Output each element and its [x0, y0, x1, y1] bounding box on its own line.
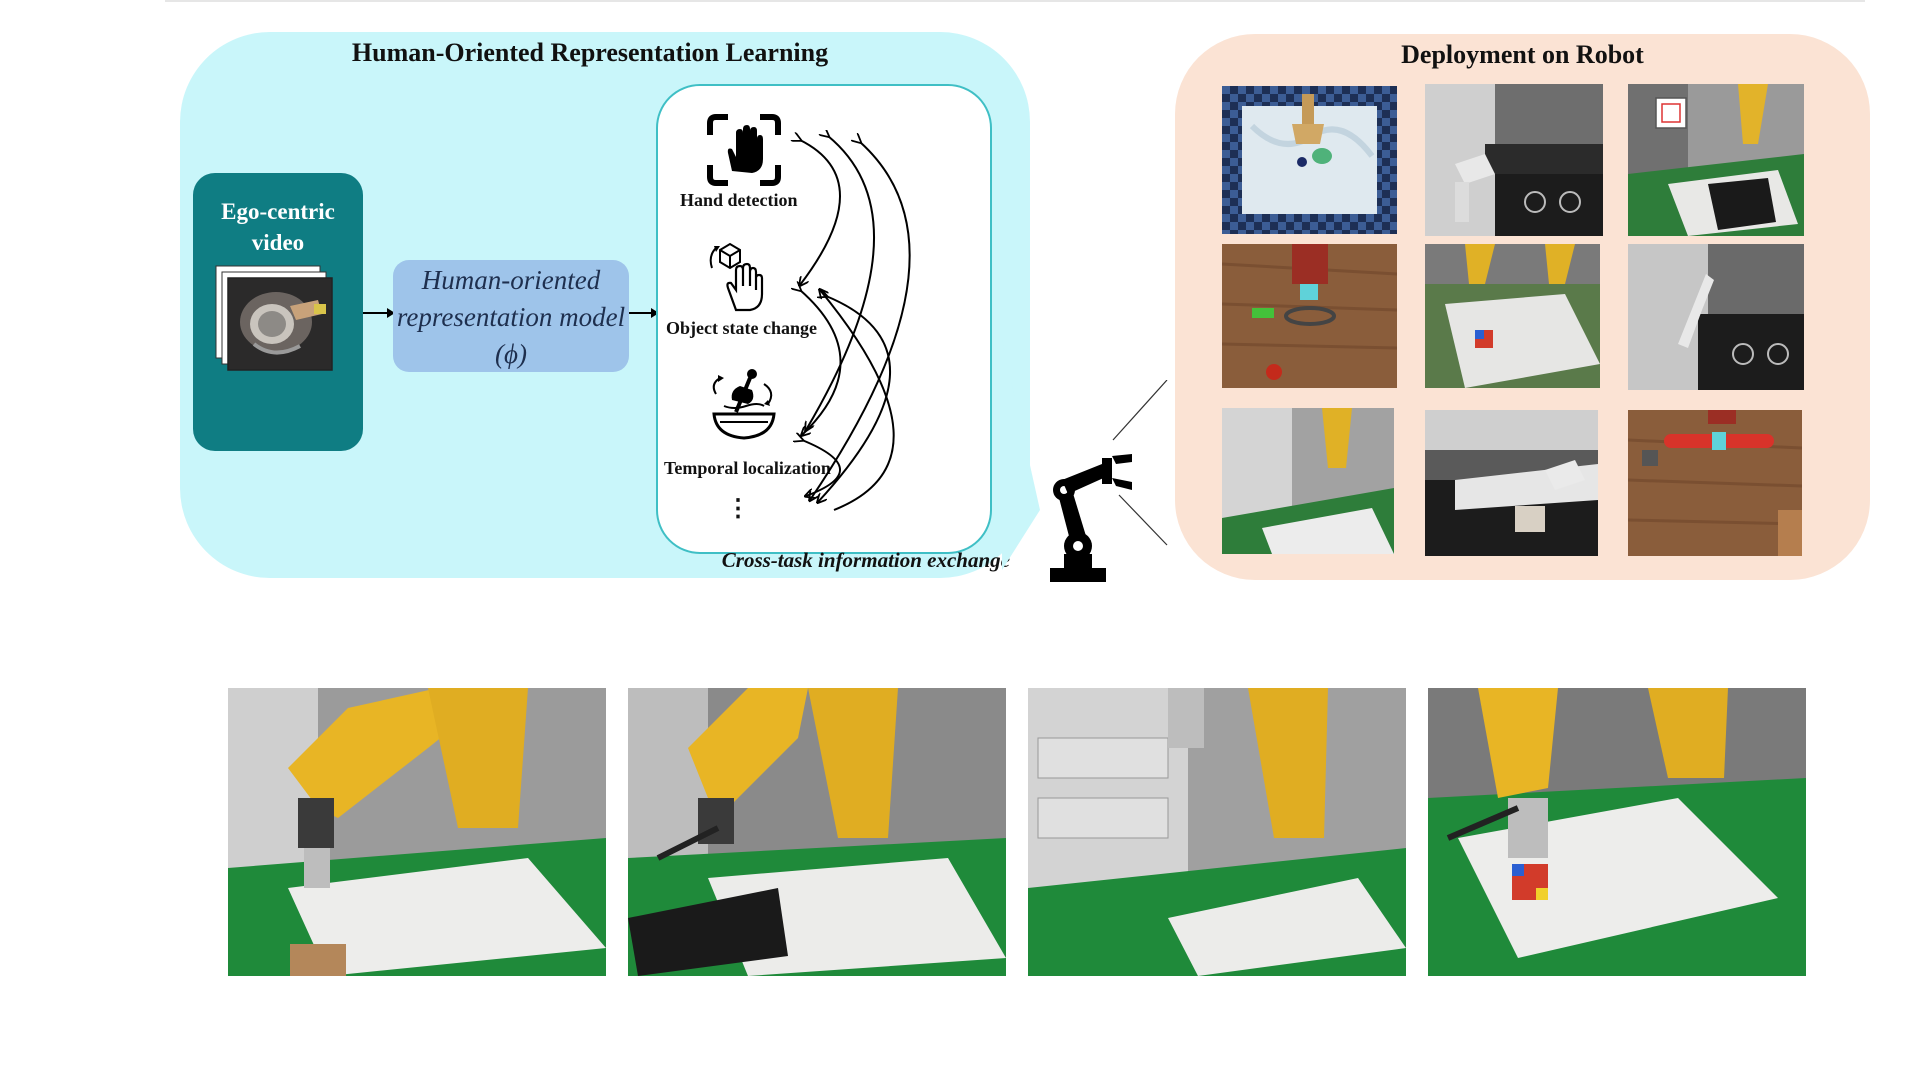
robot-arm-icon: [1050, 454, 1132, 582]
real-photo-robot-box: [228, 688, 606, 976]
real-photo-robot-laptop: [628, 688, 1006, 976]
task-label-temporal-localization: Temporal localization: [664, 458, 831, 478]
ellipsis-icon: ⋮: [726, 496, 750, 522]
sim-scene-tabletop-hand: [1222, 86, 1397, 234]
zoom-lines: [1112, 380, 1168, 546]
mixing-bowl-icon: [712, 369, 776, 440]
ego-centric-video-label: Ego-centric video: [221, 199, 335, 255]
task-label-object-state-change: Object state change: [666, 318, 817, 338]
sim-scene-drawer-robot: [1222, 408, 1394, 554]
sim-scene-gripper-target: [1222, 244, 1397, 388]
sim-scene-kitchen-microwave: [1425, 84, 1603, 236]
sim-scene-stove-arm: [1628, 244, 1804, 390]
task-label-hand-detection: Hand detection: [680, 190, 798, 210]
real-photo-robot-rubiks: [1428, 688, 1806, 976]
cross-task-arrows: [780, 130, 911, 511]
input-to-model-arrow: [363, 308, 395, 318]
real-photo-robot-drawer: [1028, 688, 1406, 976]
hand-scan-icon: [707, 114, 781, 186]
sim-scene-kitchen-cabinet: [1425, 410, 1598, 556]
panel-connector-wedge: [1002, 340, 1040, 570]
representation-model-label: Human-oriented representation model (ϕ): [396, 265, 626, 369]
left-panel-title: Human-Oriented Representation Learning: [351, 38, 829, 67]
cross-task-exchange-label: Cross-task information exchange: [721, 548, 1010, 572]
sim-scene-laptop-robot: [1628, 84, 1804, 236]
video-frames-thumbnail: [215, 265, 333, 371]
representation-model-box: [393, 260, 629, 372]
hand-cube-icon: [709, 242, 764, 312]
right-panel-title: Deployment on Robot: [1401, 40, 1644, 69]
sim-scene-hammer-peg: [1628, 410, 1802, 556]
sim-scene-rubiks-cube: [1425, 244, 1600, 388]
model-to-tasks-arrow: [629, 308, 659, 318]
top-divider: [165, 0, 1865, 2]
